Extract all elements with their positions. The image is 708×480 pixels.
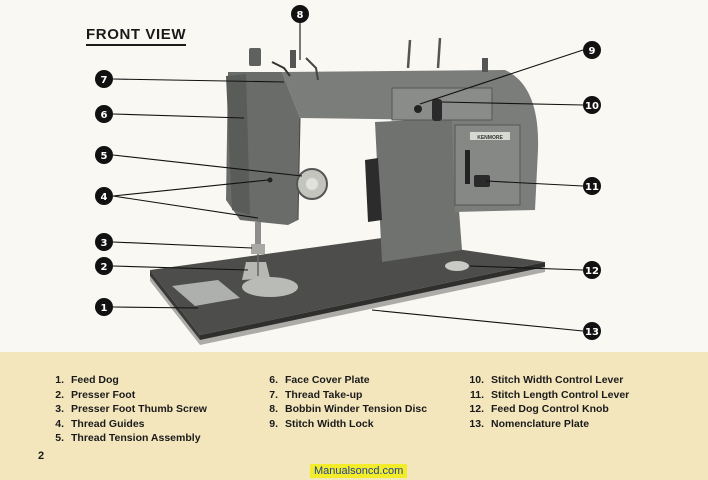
needle-bar: [255, 222, 261, 250]
parts-list-item: 2.Presser Foot: [55, 388, 136, 401]
callout-6: 6: [95, 105, 113, 123]
callout-3: 3: [95, 233, 113, 251]
sewing-machine-figure: KENMORE: [95, 5, 601, 345]
parts-list-item: 10.Stitch Width Control Lever: [469, 374, 624, 386]
nameplate-badge-text: KENMORE: [477, 135, 503, 141]
machine-pillar: [375, 118, 462, 262]
callout-7: 7: [95, 70, 113, 88]
callout-11: 11: [583, 177, 601, 195]
svg-text:6: 6: [101, 110, 108, 121]
parts-list-item: 5.Thread Tension Assembly: [55, 432, 201, 444]
callout-1: 1: [95, 298, 113, 316]
svg-text:10: 10: [585, 101, 599, 112]
callout-4: 4: [95, 187, 113, 205]
feed-dog-control-knob: [445, 261, 469, 271]
svg-text:5: 5: [101, 151, 108, 162]
face-cover-plate: [226, 74, 250, 215]
parts-list-column-2: 6.Face Cover Plate 7.Thread Take-up 8.Bo…: [256, 373, 427, 431]
parts-list-item: 7.Thread Take-up: [269, 388, 363, 401]
parts-list-column-3: 10.Stitch Width Control Lever 11.Stitch …: [462, 373, 629, 431]
bobbin-winder-spindle: [249, 48, 261, 66]
nameplate-badge: [470, 132, 510, 140]
stitch-length-scale: [465, 150, 470, 184]
svg-text:11: 11: [585, 182, 599, 193]
thread-take-up: [271, 61, 291, 77]
thread-guide: [267, 177, 273, 183]
callout-10: 10: [583, 96, 601, 114]
presser-foot-thumb-screw: [251, 244, 265, 254]
stitch-width-lock: [414, 105, 422, 113]
parts-list-item: 12.Feed Dog Control Knob: [469, 403, 609, 415]
svg-text:8: 8: [297, 10, 304, 21]
callout-9: 9: [583, 41, 601, 59]
presser-foot: [242, 262, 270, 280]
watermark-link[interactable]: Manualsoncd.com: [310, 464, 408, 478]
svg-text:9: 9: [589, 46, 596, 57]
stitch-length-lever: [474, 175, 490, 187]
parts-list-item: 9.Stitch Width Lock: [269, 417, 374, 430]
callout-5: 5: [95, 146, 113, 164]
svg-text:3: 3: [101, 238, 108, 249]
callout-leader-lines: [112, 22, 584, 332]
svg-text:7: 7: [101, 75, 108, 86]
svg-text:13: 13: [585, 327, 599, 338]
parts-list-item: 3.Presser Foot Thumb Screw: [55, 403, 207, 415]
svg-text:1: 1: [101, 303, 108, 314]
callout-13: 13: [583, 322, 601, 340]
needle-plate: [172, 280, 240, 306]
bobbin-winder-tension-disc: [290, 50, 296, 68]
callout-8: 8: [291, 5, 309, 23]
parts-legend-area: [0, 352, 708, 480]
parts-list-item: 11.Stitch Length Control Lever: [469, 388, 630, 401]
svg-text:4: 4: [101, 192, 108, 203]
bobbin-cover: [242, 277, 298, 297]
parts-list-item: 13.Nomenclature Plate: [469, 417, 590, 430]
parts-list-item: 1.Feed Dog: [55, 374, 119, 386]
parts-list-item: 4.Thread Guides: [55, 417, 145, 430]
svg-text:2: 2: [101, 262, 108, 273]
page-title: FRONT VIEW: [86, 26, 187, 46]
callout-2: 2: [95, 257, 113, 275]
page-number: 2: [38, 450, 45, 462]
parts-list-column-1: 1.Feed Dog 2.Presser Foot 3.Presser Foot…: [42, 373, 207, 446]
svg-text:12: 12: [585, 266, 599, 277]
parts-list-item: 6.Face Cover Plate: [269, 374, 370, 386]
parts-list-item: 8.Bobbin Winder Tension Disc: [269, 403, 428, 415]
callout-12: 12: [583, 261, 601, 279]
stitch-width-lever: [432, 99, 442, 121]
